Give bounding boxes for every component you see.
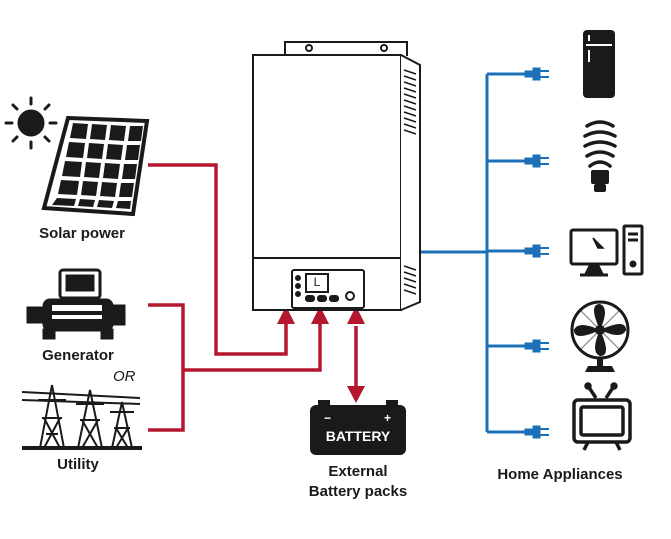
refrigerator-icon (583, 30, 615, 98)
grid-wire (183, 322, 322, 372)
battery-caption-line2: Battery packs (308, 483, 408, 500)
fan-icon (570, 300, 630, 372)
plug-icons (524, 67, 549, 439)
generator-wire (148, 303, 185, 432)
appliances-label: Home Appliances (497, 466, 623, 483)
generator-label: Generator (42, 347, 114, 364)
svg-text:−: − (324, 411, 331, 425)
lcd-readout: L (313, 275, 321, 289)
computer-icon (569, 224, 644, 277)
battery-caption-line1: External (328, 463, 388, 480)
sun-icon (4, 96, 58, 150)
solar-wire (148, 163, 288, 356)
svg-text:+: + (384, 411, 391, 425)
solar-panel-icon (41, 115, 150, 217)
tv-icon (572, 382, 632, 451)
input-wiring (148, 163, 358, 432)
or-label: OR (113, 368, 136, 385)
battery-icon: − + (310, 400, 406, 455)
transmission-tower-icon (21, 384, 142, 450)
utility-label: Utility (57, 456, 99, 473)
generator-icon (26, 268, 126, 340)
battery-label: BATTERY (325, 428, 391, 444)
light-bulb-icon (583, 120, 617, 192)
output-wiring (420, 72, 525, 434)
inverter-icon (252, 41, 421, 311)
input-arrows (277, 306, 365, 403)
solar-label: Solar power (39, 225, 125, 242)
